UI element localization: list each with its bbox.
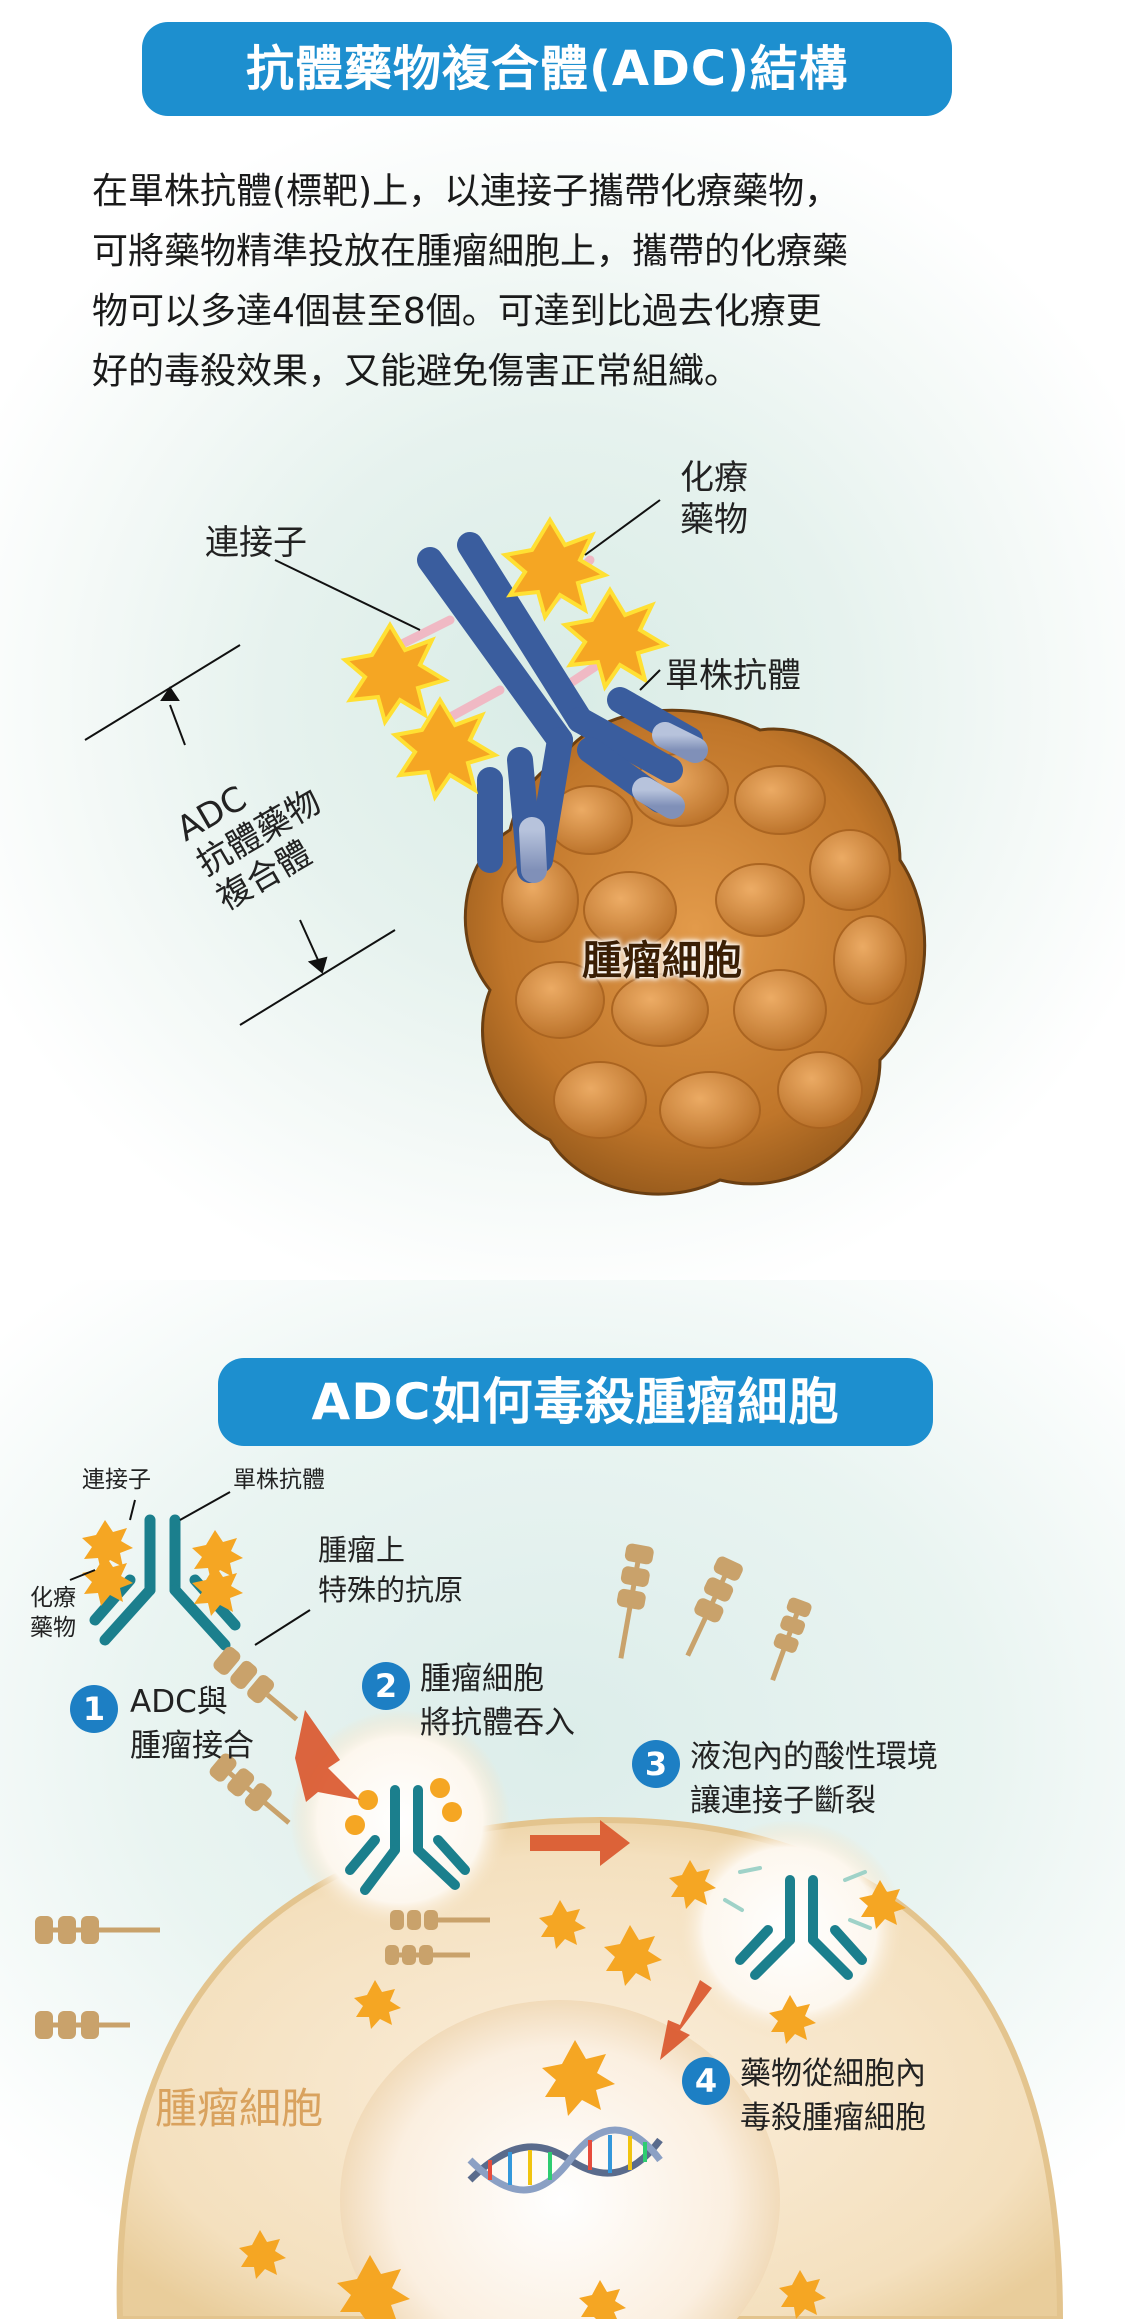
tumor-cell-shape	[463, 708, 927, 1196]
step-2-badge: 2	[362, 1662, 410, 1710]
chemo-label-line2: 藥物	[680, 500, 748, 540]
intro-line: 好的毒殺效果，又能避免傷害正常組織。	[92, 351, 741, 392]
label-leader-lines	[274, 499, 661, 691]
step-2-text: 腫瘤細胞 將抗體吞入	[420, 1657, 575, 1745]
structure-title: 抗體藥物複合體(ADC)結構	[142, 22, 952, 116]
legend-chemo-label: 化療 藥物	[30, 1583, 76, 1643]
mechanism-illustration	[35, 1491, 1064, 2319]
chemo-label-line1: 化療	[680, 458, 748, 498]
intro-line: 可將藥物精準投放在腫瘤細胞上，攜帶的化療藥	[92, 231, 849, 272]
adc-legend-shape	[69, 1491, 311, 1722]
dna-shape	[467, 2126, 663, 2194]
legend-chemo-line1: 化療	[30, 1585, 76, 1611]
monoclonal-antibody-shape	[417, 532, 708, 883]
step-3-line2: 讓連接子斷裂	[690, 1783, 876, 1819]
adc-structure-panel: 抗體藥物複合體(ADC)結構 在單株抗體(標靶)上，以連接子攜帶化療藥物， 可將…	[0, 0, 1125, 1280]
chemo-drug-shapes	[340, 516, 670, 802]
intro-line: 在單株抗體(標靶)上，以連接子攜帶化療藥物，	[92, 171, 841, 212]
step-4-line1: 藥物從細胞內	[740, 2056, 926, 2092]
step-1-badge: 1	[70, 1685, 118, 1733]
antibody-label: 單株抗體	[665, 656, 801, 696]
step-3-badge: 3	[632, 1740, 680, 1788]
intro-text: 在單株抗體(標靶)上，以連接子攜帶化療藥物， 可將藥物精準投放在腫瘤細胞上，攜帶…	[92, 162, 1042, 402]
legend-linker-label: 連接子	[82, 1467, 151, 1493]
antigen-label-line1: 腫瘤上	[318, 1533, 406, 1567]
tumor-cell-label-bottom: 腫瘤細胞	[155, 2084, 324, 2133]
antigen-label: 腫瘤上 特殊的抗原	[318, 1530, 463, 1610]
step-4-badge: 4	[682, 2057, 730, 2105]
process-arrows	[295, 1710, 712, 2060]
adc-bracket	[84, 644, 396, 1026]
antigen-shapes	[35, 1543, 812, 2039]
internalized-adc-shape	[345, 1778, 490, 1930]
mechanism-title: ADC如何毒殺腫瘤細胞	[218, 1358, 933, 1446]
intro-line: 物可以多達4個甚至8個。可達到比過去化療更	[92, 291, 822, 332]
linker-label: 連接子	[205, 523, 307, 563]
nucleus-shape	[340, 2000, 780, 2319]
antigen-label-line2: 特殊的抗原	[318, 1573, 464, 1607]
step-4-line2: 毒殺腫瘤細胞	[740, 2100, 926, 2136]
step-4-text: 藥物從細胞內 毒殺腫瘤細胞	[740, 2052, 926, 2140]
step-1-text: ADC與 腫瘤接合	[130, 1680, 254, 1768]
step-3-text: 液泡內的酸性環境 讓連接子斷裂	[690, 1735, 938, 1823]
tumor-cell-label: 腫瘤細胞	[582, 938, 742, 984]
step-1-line2: 腫瘤接合	[130, 1728, 254, 1764]
step-2-line1: 腫瘤細胞	[420, 1661, 544, 1697]
legend-antibody-label: 單株抗體	[233, 1467, 325, 1493]
step-3-line1: 液泡內的酸性環境	[690, 1739, 938, 1775]
step-2-line2: 將抗體吞入	[420, 1705, 575, 1741]
step-1-line1: ADC與	[130, 1684, 228, 1720]
adc-structure-illustration	[84, 499, 927, 1196]
legend-chemo-line2: 藥物	[30, 1615, 76, 1641]
adc-mechanism-panel: ADC如何毒殺腫瘤細胞	[0, 1280, 1125, 2319]
released-drug-shapes	[239, 1860, 906, 2319]
released-antibody-shape	[723, 1866, 872, 1980]
